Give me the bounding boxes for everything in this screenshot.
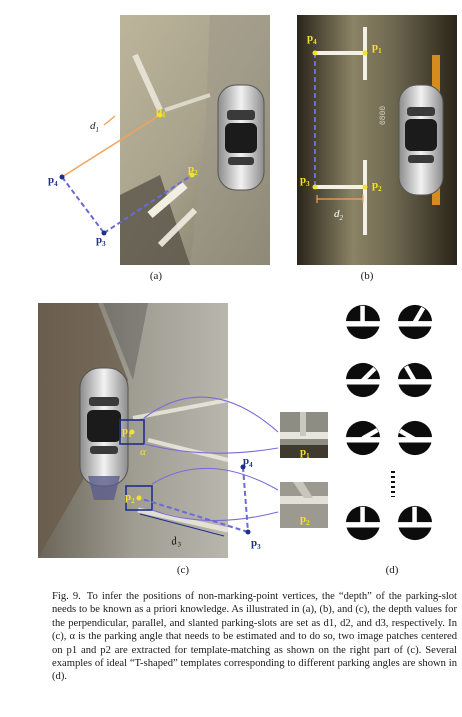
t-template-icon	[397, 420, 433, 456]
panel-a-label: (a)	[149, 270, 163, 282]
svg-text:p1: p1	[300, 446, 310, 460]
ellipsis-dots	[391, 471, 395, 497]
svg-text:p2: p2	[125, 491, 135, 505]
label-a-d1: d	[90, 120, 96, 132]
svg-text:p3: p3	[96, 234, 106, 248]
svg-text:p1: p1	[122, 425, 132, 439]
caption-text: To infer the positions of non-marking-po…	[52, 591, 457, 683]
svg-text:p2: p2	[188, 163, 198, 177]
label-c-alpha: α	[140, 446, 146, 458]
svg-text:p2: p2	[372, 179, 382, 193]
panel-a-image: p1 p2 p3 p4 d1	[48, 15, 270, 265]
svg-text:p3: p3	[300, 174, 310, 188]
svg-text:p2: p2	[300, 513, 310, 527]
svg-text:d3: d3	[170, 534, 182, 550]
label-b-p4: p	[307, 32, 313, 44]
panel-c-image: p1 p2 p3 p4 d3 α p1 p2	[38, 303, 328, 558]
t-template-icon	[345, 505, 381, 541]
svg-text:p1: p1	[372, 41, 382, 55]
t-template-icon	[345, 304, 381, 340]
label-a-p4: p	[48, 174, 54, 186]
label-c-p1: p	[122, 425, 128, 437]
label-c-p3: p	[251, 537, 257, 549]
t-template-icon	[397, 304, 433, 340]
svg-text:d1: d1	[90, 120, 99, 134]
label-b-d2: d	[334, 208, 340, 220]
patch-p1: p1	[280, 412, 328, 460]
panel-c-label: (c)	[176, 564, 190, 576]
label-c-p4: p	[243, 455, 249, 467]
caption-figno: Fig. 9.	[52, 591, 81, 602]
label-a-p2: p	[188, 163, 194, 175]
patch-p2: p2	[280, 482, 328, 528]
t-template-icon	[345, 420, 381, 456]
panel-d-label: (d)	[385, 564, 399, 576]
label-b-p2: p	[372, 179, 378, 191]
t-template-icon	[397, 505, 433, 541]
svg-text:p4: p4	[307, 32, 317, 46]
label-a-p3: p	[96, 234, 102, 246]
label-a-p1: p	[156, 105, 162, 117]
svg-text:d2: d2	[334, 208, 344, 222]
svg-text:p1: p1	[156, 105, 166, 119]
svg-text:0800: 0800	[379, 106, 388, 125]
panel-b-label: (b)	[360, 270, 374, 282]
t-template-icon	[397, 362, 433, 398]
label-b-p3: p	[300, 174, 306, 186]
svg-text:p4: p4	[243, 455, 253, 469]
svg-text:p3: p3	[251, 537, 261, 551]
t-template-icon	[345, 362, 381, 398]
svg-text:p4: p4	[48, 174, 58, 188]
figure-caption: Fig. 9.To infer the positions of non-mar…	[52, 590, 457, 684]
label-c-p2: p	[125, 491, 131, 503]
label-c-d3: d	[170, 535, 178, 548]
panel-b-image: 0800 p1 p2 p3 p4 d2	[297, 15, 457, 265]
label-b-p1: p	[372, 41, 378, 53]
